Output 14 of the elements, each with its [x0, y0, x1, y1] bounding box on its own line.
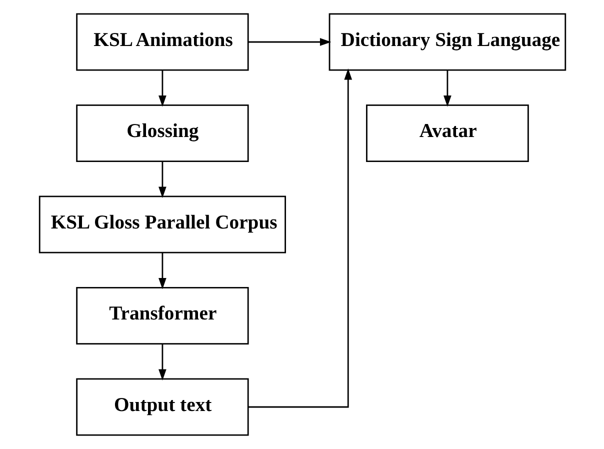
arrow — [443, 70, 451, 107]
node-box: KSL Gloss Parallel Corpus — [38, 196, 286, 254]
arrow — [158, 70, 166, 107]
node-box: Glossing — [76, 104, 248, 162]
node-box: Output text — [76, 378, 248, 436]
node-box: KSL Animations — [76, 13, 248, 71]
arrow — [158, 344, 166, 380]
arrow — [248, 38, 331, 46]
node-box: Dictionary Sign Language — [328, 13, 566, 71]
node-box: Avatar — [366, 104, 528, 162]
arrow — [158, 252, 166, 290]
node-box: Transformer — [76, 286, 248, 345]
arrow — [158, 162, 166, 198]
arrow — [248, 68, 352, 408]
